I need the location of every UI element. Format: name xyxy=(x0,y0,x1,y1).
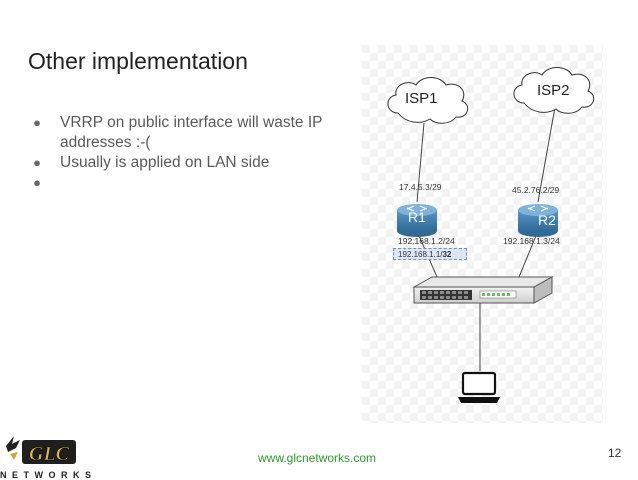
logo-plate xyxy=(22,440,76,464)
virtual-ip-mask: 32 xyxy=(442,250,452,259)
bullet-item: ● Usually is applied on LAN side xyxy=(30,153,350,173)
page-number: 12 xyxy=(608,446,622,460)
website-link[interactable]: www.glcnetworks.com xyxy=(258,451,377,465)
slide-title: Other implementation xyxy=(28,48,248,74)
router-r1-icon xyxy=(397,204,437,237)
isp2-label: ISP2 xyxy=(537,82,570,99)
bullet-list: ● VRRP on public interface will waste IP… xyxy=(30,113,350,193)
logo-subtext: NETWORKS xyxy=(0,470,97,480)
link-r2-switch xyxy=(518,230,539,278)
laptop-icon xyxy=(458,371,500,403)
r2-wan-ip: 45.2.76.2/29 xyxy=(512,185,560,195)
bullet-dot: ● xyxy=(33,175,41,190)
logo-text: GLC xyxy=(29,443,70,465)
bullet-dot: ● xyxy=(33,155,41,170)
switch-icon xyxy=(412,276,554,304)
network-diagram: ISP1 ISP2 17.4.5.3/29 45.2.76.2/29 R1 R2… xyxy=(362,45,603,423)
glc-logo: GLC xyxy=(6,436,76,465)
r2-lan-ip: 192.168.1.3/24 xyxy=(503,236,560,246)
cloud-isp2-icon xyxy=(513,67,595,114)
cloud-isp1-icon xyxy=(387,77,469,124)
r1-label: R1 xyxy=(408,209,426,225)
link-isp2-r2 xyxy=(537,106,556,203)
logo-bird-icon xyxy=(6,436,20,460)
isp1-label: ISP1 xyxy=(405,90,438,107)
r2-label: R2 xyxy=(538,212,556,228)
bullet-item: ● VRRP on public interface will waste IP… xyxy=(30,113,350,153)
virtual-ip-prefix: 192.168.1.1/ xyxy=(398,250,443,259)
network-diagram-graphic xyxy=(362,45,603,423)
bullet-text: Usually is applied on LAN side xyxy=(60,154,270,171)
bullet-item: ● xyxy=(30,173,350,193)
router-r2-icon xyxy=(518,204,558,237)
bullet-dot: ● xyxy=(33,115,41,130)
link-isp1-r1 xyxy=(416,122,425,203)
virtual-ip-box: 192.168.1.1/32 xyxy=(393,248,467,260)
r1-wan-ip: 17.4.5.3/29 xyxy=(399,182,442,192)
bullet-text: VRRP on public interface will waste IP a… xyxy=(60,114,323,151)
r1-lan-ip: 192.168.1.2/24 xyxy=(398,236,455,246)
